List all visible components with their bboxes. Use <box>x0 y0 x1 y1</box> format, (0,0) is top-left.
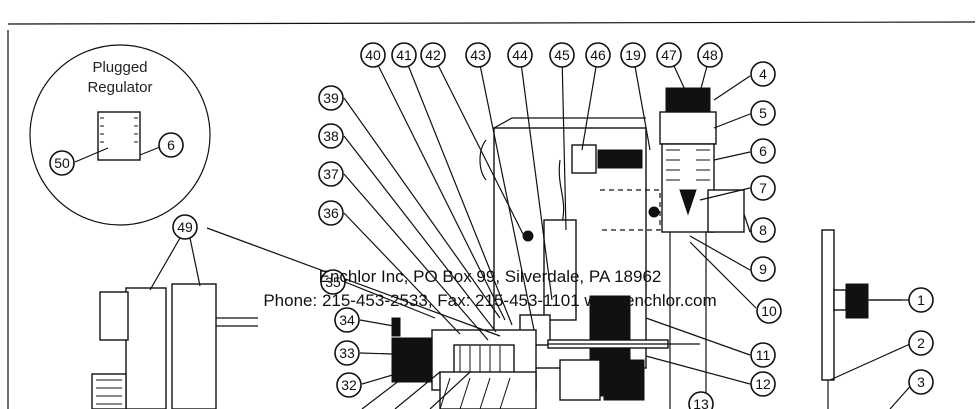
svg-text:48: 48 <box>702 47 718 63</box>
callout-33: 33 <box>334 340 360 366</box>
callout-12: 12 <box>750 371 776 397</box>
svg-text:43: 43 <box>470 47 486 63</box>
callout-49: 49 <box>172 214 198 240</box>
callout-32: 32 <box>336 372 362 398</box>
callout-47: 47 <box>656 42 682 68</box>
svg-text:39: 39 <box>323 90 339 106</box>
svg-text:40: 40 <box>365 47 381 63</box>
svg-text:50: 50 <box>54 155 70 171</box>
callout-42: 42 <box>420 42 446 68</box>
callout-41: 41 <box>391 42 417 68</box>
svg-text:36: 36 <box>323 205 339 221</box>
watermark-line2: Phone: 215-453-2533, Fax: 215-453-1101 w… <box>263 291 716 310</box>
callout-46: 46 <box>585 42 611 68</box>
inset-title-line2: Regulator <box>87 79 152 96</box>
frame-top-edge <box>7 21 976 25</box>
callout-39: 39 <box>318 85 344 111</box>
svg-text:37: 37 <box>323 166 339 182</box>
callout-13: 13 <box>688 391 714 409</box>
callout-40: 40 <box>360 42 386 68</box>
left-cap-assembly <box>391 317 537 409</box>
callout-11: 11 <box>750 342 776 368</box>
svg-text:5: 5 <box>759 105 767 121</box>
svg-text:2: 2 <box>917 335 925 351</box>
svg-text:8: 8 <box>759 222 767 238</box>
svg-text:1: 1 <box>917 292 925 308</box>
callout-3: 3 <box>908 369 934 395</box>
callout-43: 43 <box>465 42 491 68</box>
svg-text:34: 34 <box>339 312 355 328</box>
callout-38: 38 <box>318 123 344 149</box>
svg-text:7: 7 <box>759 180 767 196</box>
leader-lines <box>206 54 915 409</box>
callout-48: 48 <box>697 42 723 68</box>
callout-6-inset: 6 <box>158 132 184 158</box>
svg-text:41: 41 <box>396 47 412 63</box>
callout-1: 1 <box>908 287 934 313</box>
valve-stack <box>659 87 745 409</box>
callout-45: 45 <box>549 42 575 68</box>
regulator-body <box>479 117 700 401</box>
svg-text:12: 12 <box>755 376 771 392</box>
callout-7: 7 <box>750 175 776 201</box>
svg-text:35: 35 <box>325 274 341 290</box>
regulator-plug <box>97 111 141 161</box>
callout-4: 4 <box>750 61 776 87</box>
callout-6: 6 <box>750 138 776 164</box>
callout-37: 37 <box>318 161 344 187</box>
svg-text:32: 32 <box>341 377 357 393</box>
callout-19: 19 <box>620 42 646 68</box>
callout-5: 5 <box>750 100 776 126</box>
svg-text:13: 13 <box>693 396 709 409</box>
callout-36: 36 <box>318 200 344 226</box>
svg-text:33: 33 <box>339 345 355 361</box>
svg-text:11: 11 <box>756 347 771 363</box>
plugged-regulator-inset: Plugged Regulator <box>29 44 211 226</box>
callout-8: 8 <box>750 217 776 243</box>
callout-34: 34 <box>334 307 360 333</box>
callout-35: 35 <box>320 269 346 295</box>
svg-text:6: 6 <box>167 137 175 153</box>
yoke-assembly <box>91 237 258 409</box>
svg-text:45: 45 <box>554 47 570 63</box>
callout-44: 44 <box>507 42 533 68</box>
inset-title-line1: Plugged <box>92 59 147 76</box>
knob-assembly <box>821 229 910 409</box>
callout-9: 9 <box>750 256 776 282</box>
svg-text:6: 6 <box>759 143 767 159</box>
callout-50: 50 <box>49 150 75 176</box>
svg-text:9: 9 <box>759 261 767 277</box>
svg-text:49: 49 <box>177 219 193 235</box>
svg-text:47: 47 <box>661 47 677 63</box>
svg-text:38: 38 <box>323 128 339 144</box>
svg-text:42: 42 <box>425 47 441 63</box>
callout-10: 10 <box>756 298 782 324</box>
svg-text:4: 4 <box>759 66 767 82</box>
svg-text:44: 44 <box>512 47 528 63</box>
svg-text:10: 10 <box>761 303 777 319</box>
callout-2: 2 <box>908 330 934 356</box>
watermark-line1: Enchlor Inc, PO Box 99, Silverdale, PA 1… <box>319 267 662 286</box>
svg-text:46: 46 <box>590 47 606 63</box>
svg-text:19: 19 <box>625 47 641 63</box>
svg-text:3: 3 <box>917 374 925 390</box>
